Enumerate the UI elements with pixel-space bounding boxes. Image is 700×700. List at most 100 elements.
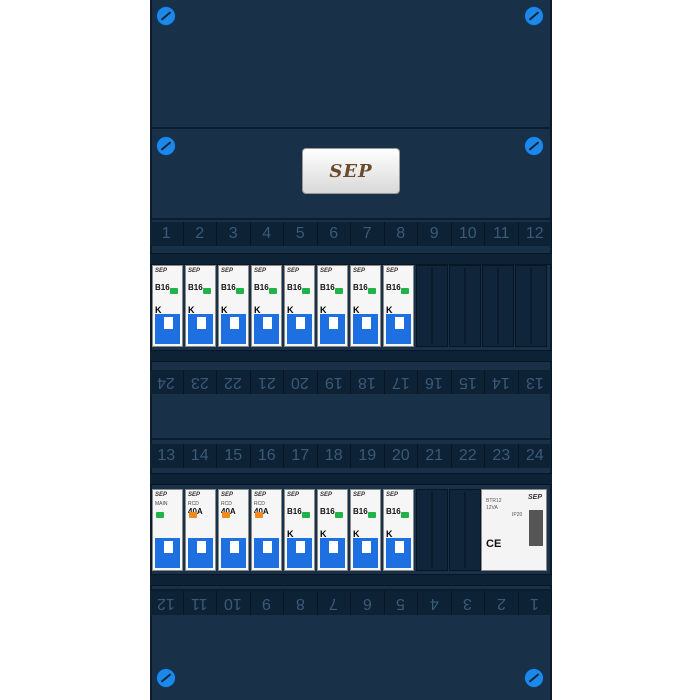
position-number: 22: [217, 370, 251, 394]
position-number-label: 18: [358, 374, 377, 391]
k-mark: K: [155, 305, 162, 315]
position-number-label: 20: [291, 374, 310, 391]
bell-transformer[interactable]: SEP BTR12 12VA IP20 CE: [481, 489, 547, 571]
din-rail-cover: [150, 253, 552, 265]
module-brand: SEP: [221, 492, 234, 498]
residual-current-device[interactable]: SEPRCD40A: [185, 489, 216, 571]
breaker-rating: B16: [188, 283, 203, 292]
position-number-label: 19: [324, 374, 343, 391]
position-number-label: 16: [425, 374, 444, 391]
status-led: [222, 512, 230, 518]
screw-icon[interactable]: [156, 668, 176, 688]
brand-logo: SEP: [302, 148, 400, 194]
module-brand: SEP: [188, 268, 201, 274]
breaker-toggle[interactable]: [287, 314, 312, 344]
breaker-toggle[interactable]: [320, 314, 345, 344]
position-number-label: 14: [492, 374, 511, 391]
position-number-label: 3: [463, 595, 473, 612]
position-number: 15: [217, 444, 251, 468]
blank-cover: [416, 265, 448, 347]
rcd-toggle[interactable]: [221, 538, 246, 568]
position-number-label: 3: [228, 225, 238, 242]
module-brand: SEP: [353, 268, 366, 274]
module-brand: SEP: [155, 268, 168, 274]
position-number: 17: [284, 444, 318, 468]
position-number: 14: [485, 370, 519, 394]
position-number-label: 19: [358, 447, 377, 464]
k-mark: K: [287, 305, 294, 315]
terminal-block: [529, 510, 543, 546]
position-number: 21: [251, 370, 284, 394]
breaker-toggle[interactable]: [386, 314, 411, 344]
breaker-toggle[interactable]: [188, 314, 213, 344]
position-number-label: 23: [492, 447, 511, 464]
rcd-label: RCD: [221, 501, 232, 507]
status-led: [335, 512, 343, 518]
position-number-label: 5: [396, 595, 406, 612]
position-number-label: 24: [157, 374, 176, 391]
side-notch: [150, 148, 152, 157]
breaker-rating: B16: [353, 283, 368, 292]
position-number-label: 21: [425, 447, 444, 464]
position-number-label: 16: [257, 447, 276, 464]
position-number-label: 14: [190, 447, 209, 464]
position-number: 8: [385, 222, 418, 246]
breaker-toggle[interactable]: [353, 314, 378, 344]
screw-icon[interactable]: [156, 6, 176, 26]
position-number: 16: [251, 444, 284, 468]
screw-icon[interactable]: [156, 136, 176, 156]
rcd-rating: 40A: [221, 507, 236, 516]
position-number: 14: [184, 444, 217, 468]
module-brand: SEP: [254, 268, 267, 274]
breaker-toggle[interactable]: [287, 538, 312, 568]
blank-cover: [515, 265, 547, 347]
status-led: [401, 288, 409, 294]
breaker-toggle[interactable]: [155, 314, 180, 344]
rcd-toggle[interactable]: [155, 538, 180, 568]
position-number-label: 11: [492, 225, 510, 242]
position-number-label: 15: [458, 374, 477, 391]
screw-icon[interactable]: [524, 6, 544, 26]
rcd-toggle[interactable]: [188, 538, 213, 568]
breaker-toggle[interactable]: [221, 314, 246, 344]
residual-current-device[interactable]: SEPRCD40A: [251, 489, 282, 571]
position-number: 10: [452, 222, 485, 246]
breaker-rating: B16: [221, 283, 236, 292]
rcd-toggle[interactable]: [254, 538, 279, 568]
k-mark: K: [353, 529, 360, 539]
breaker-toggle[interactable]: [254, 314, 279, 344]
rcd-rating: 40A: [188, 507, 203, 516]
position-number: 2: [485, 591, 519, 615]
breaker-toggle[interactable]: [320, 538, 345, 568]
k-mark: K: [386, 529, 393, 539]
breaker-rating: B16: [320, 283, 335, 292]
breaker-toggle[interactable]: [386, 538, 411, 568]
din-rail-cover: [150, 473, 552, 485]
rcd-rating: 40A: [254, 507, 269, 516]
position-number-label: 2: [496, 595, 506, 612]
side-notch: [550, 642, 552, 651]
position-number-label: 10: [458, 225, 477, 242]
screw-icon[interactable]: [524, 668, 544, 688]
residual-current-device[interactable]: SEP RCD40A: [218, 489, 249, 571]
screw-icon[interactable]: [524, 136, 544, 156]
position-number-label: 12: [525, 225, 544, 242]
breaker-toggle[interactable]: [353, 538, 378, 568]
position-number-label: 10: [224, 595, 243, 612]
position-number-label: 21: [257, 374, 276, 391]
